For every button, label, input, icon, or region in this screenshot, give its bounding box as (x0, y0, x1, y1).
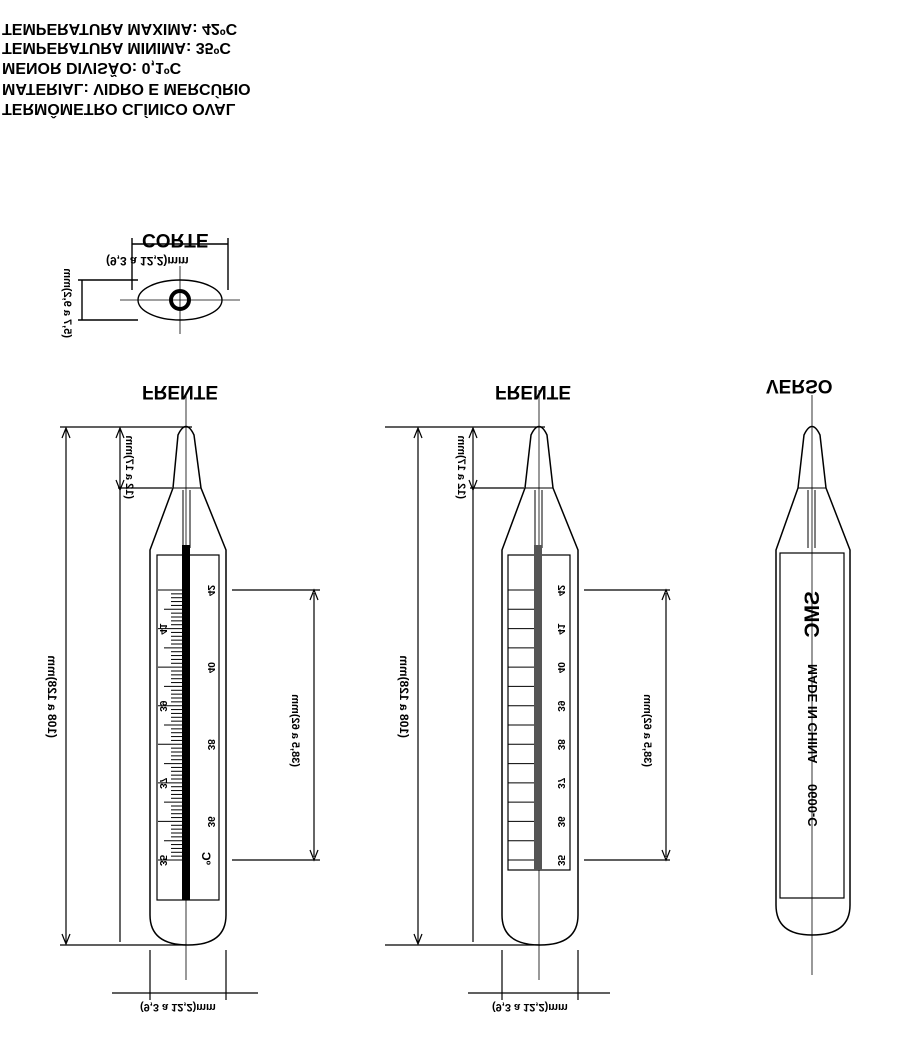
thermometer-back: SMC MADE IN CHINA 0600-C (775, 395, 851, 975)
front1-dimensions: (108 a 128)mm (12 a 17)mm (38,5 a 62)mm … (45, 426, 320, 1013)
spec-line-max: TEMPERATURA MAXIMA: 42ºC (2, 20, 238, 37)
front1-total-label: (108 a 128)mm (45, 655, 59, 738)
coarse-scale-label: 39 (555, 700, 566, 712)
back-code: 0600-C (805, 784, 820, 827)
thermometer-front-fine: 42 41 40 39 38 37 36 35 ºC (149, 395, 227, 980)
spec-header: TEMPERATURA MAXIMA: 42ºC TEMPERATURA MIN… (2, 20, 251, 119)
coarse-scale-label: 42 (555, 584, 566, 596)
front2-width-label: (9,3 a 12,2)mm (492, 1001, 568, 1013)
front2-tip-label: (12 a 17)mm (455, 435, 467, 499)
front2-dimensions: (108 a 128)mm (12 a 17)mm (38,5 a 62)mm … (385, 426, 671, 1013)
front1-unit-label: ºC (199, 852, 213, 865)
fine-scale-label: 41 (157, 623, 168, 635)
fine-scale-label: 40 (205, 662, 216, 674)
section-title: CORTE (142, 229, 209, 250)
front2-total-arrow-top (413, 426, 423, 439)
fine-scale-label: 36 (205, 816, 216, 828)
front1-scale-label: (38,5 a 62)mm (289, 694, 301, 767)
front2-tip-arrow-bottom (468, 479, 478, 492)
cross-section: CORTE (9,3 a 12,2)mm (5,7 a 9,2)mm (61, 229, 240, 338)
spec-line-min: TEMPERATURA MINIMA: 35ºC (2, 39, 231, 56)
front1-mercury-column (182, 545, 190, 900)
thermometer-front-coarse: 42 41 40 39 38 37 36 35 (501, 390, 579, 980)
front1-tip-arrow-bottom (115, 479, 125, 492)
front1-total-arrow-top (61, 426, 71, 439)
fine-scale-label: 35 (157, 854, 168, 866)
spec-line-product: TERMÔMETRO CLÍNICO OVAL (2, 100, 236, 119)
front1-tip-arrow-top (115, 426, 125, 439)
front2-scale-arrow-bottom (661, 849, 671, 862)
front1-scale-labels: 42 41 40 39 38 37 36 35 (157, 584, 216, 866)
front2-tip-arrow-top (468, 426, 478, 439)
front1-scale-arrow-bottom (309, 849, 319, 862)
coarse-scale-label: 35 (555, 854, 566, 866)
fine-scale-label: 38 (205, 739, 216, 751)
back-outline (775, 425, 851, 936)
back-label-panel (779, 552, 845, 899)
coarse-scale-label: 37 (555, 777, 566, 789)
back-title: VERSO (766, 375, 833, 396)
coarse-scale-label: 40 (555, 662, 566, 674)
front2-coarse-ticks (508, 589, 534, 861)
front1-total-arrow-bottom (61, 933, 71, 946)
front1-width-label: (9,3 a 12,2)mm (140, 1001, 216, 1013)
spec-line-material: MATERIAL: VIDRO E MERCÚRIO (2, 80, 251, 99)
front2-total-label: (108 a 128)mm (397, 655, 411, 738)
front1-fine-ticks (158, 589, 182, 861)
front2-total-arrow-bottom (413, 933, 423, 946)
front2-title: FRENTE (495, 381, 571, 402)
coarse-scale-label: 38 (555, 739, 566, 751)
section-width-label: (9,3 a 12,2)mm (106, 254, 189, 268)
spec-line-division: MENOR DIVISÃO: 0,1ºC (2, 59, 182, 79)
coarse-scale-label: 36 (555, 816, 566, 828)
coarse-scale-label: 41 (555, 623, 566, 635)
front2-scale-label: (38,5 a 62)mm (641, 694, 653, 767)
front1-tip-label: (12 a 17)mm (123, 435, 135, 499)
back-brand: SMC (801, 591, 824, 638)
fine-scale-label: 39 (157, 700, 168, 712)
section-height-label: (5,7 a 9,2)mm (61, 268, 73, 338)
front1-scale-arrow-top (309, 588, 319, 601)
back-origin: MADE IN CHINA (805, 664, 820, 764)
front2-scale-labels: 42 41 40 39 38 37 36 35 (555, 584, 566, 866)
front1-title: FRENTE (142, 381, 218, 402)
fine-scale-label: 42 (205, 584, 216, 596)
front2-mercury-column (534, 545, 542, 870)
fine-scale-label: 37 (157, 777, 168, 789)
front2-scale-arrow-top (661, 588, 671, 601)
